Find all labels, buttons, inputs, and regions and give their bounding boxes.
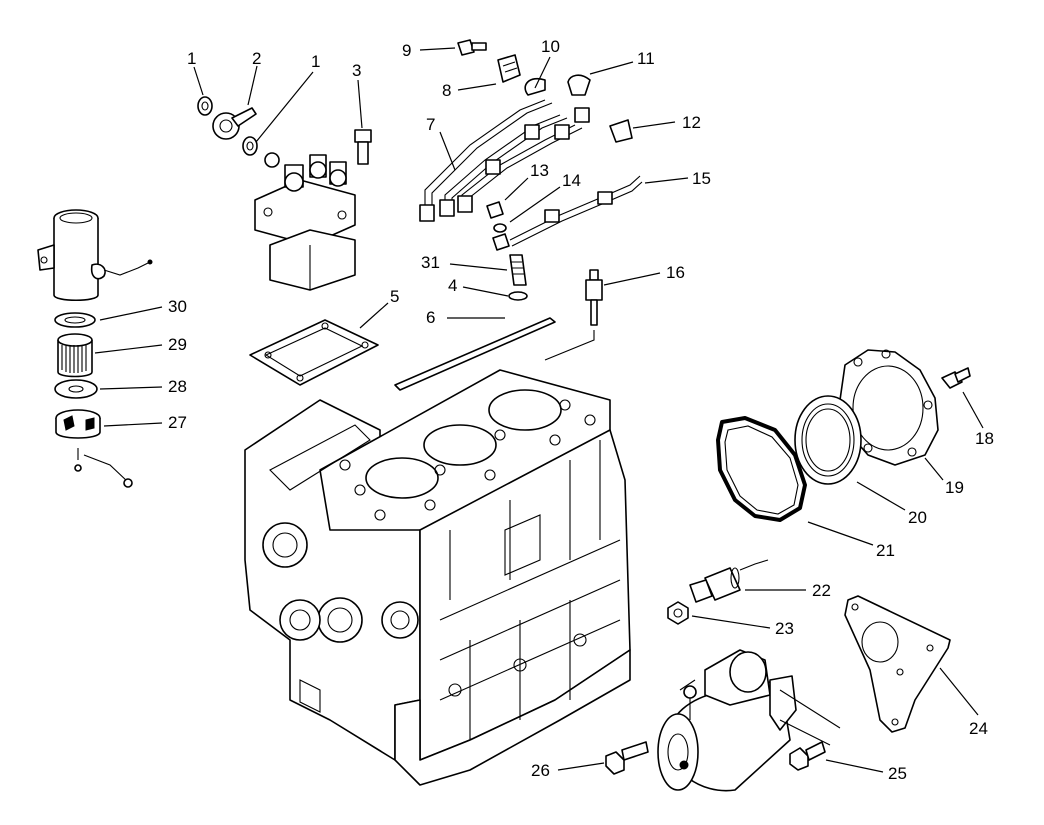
- bolt-3: [354, 129, 372, 165]
- cylinder-block: [244, 369, 631, 786]
- label-18: 18: [975, 429, 994, 448]
- gasket-5: [249, 319, 379, 386]
- label-8: 8: [442, 81, 451, 100]
- leader-lines: [94, 47, 984, 773]
- injector-nozzle: [508, 254, 528, 301]
- label-27: 27: [168, 413, 187, 432]
- label-3: 3: [352, 61, 361, 80]
- label-10: 10: [541, 37, 560, 56]
- label-9: 9: [402, 41, 411, 60]
- fitting-23: [667, 601, 689, 625]
- label-19: 19: [945, 478, 964, 497]
- label-25: 25: [888, 764, 907, 783]
- label-21: 21: [876, 541, 895, 560]
- bolt-26: [605, 741, 649, 775]
- label-24: 24: [969, 719, 988, 738]
- glow-plug: [544, 269, 603, 361]
- bolt-18: [941, 367, 971, 389]
- fuel-filter-assembly: [37, 209, 153, 488]
- label-1-washer-lower: 1: [311, 52, 320, 71]
- starter-motor: [657, 649, 841, 792]
- label-4: 4: [448, 276, 457, 295]
- label-23: 23: [775, 619, 794, 638]
- label-22: 22: [812, 581, 831, 600]
- label-2: 2: [252, 49, 261, 68]
- label-1-washer: 1: [187, 49, 196, 68]
- label-7: 7: [426, 115, 435, 134]
- part-labels: 1 2 1 3 9 10 11 8 7 12 13 14 15 31 4 5 6…: [168, 37, 994, 783]
- label-20: 20: [908, 508, 927, 527]
- banjo-fitting: [197, 96, 258, 156]
- oil-seal-20: [794, 395, 862, 485]
- injection-lines: [419, 39, 643, 251]
- label-29: 29: [168, 335, 187, 354]
- label-30: 30: [168, 297, 187, 316]
- label-31: 31: [421, 253, 440, 272]
- sensor-22: [689, 559, 769, 603]
- bracket-24: [844, 595, 951, 733]
- label-28: 28: [168, 377, 187, 396]
- label-26: 26: [531, 761, 550, 780]
- label-13: 13: [530, 161, 549, 180]
- label-15: 15: [692, 169, 711, 188]
- bolt-25: [789, 741, 826, 771]
- label-12: 12: [682, 113, 701, 132]
- gasket-21: [716, 416, 807, 522]
- label-14: 14: [562, 171, 581, 190]
- label-16: 16: [666, 263, 685, 282]
- label-5: 5: [390, 287, 399, 306]
- gasket-strip-6: [394, 317, 556, 391]
- label-6: 6: [426, 308, 435, 327]
- label-11: 11: [637, 49, 655, 68]
- injection-pump: [254, 152, 356, 291]
